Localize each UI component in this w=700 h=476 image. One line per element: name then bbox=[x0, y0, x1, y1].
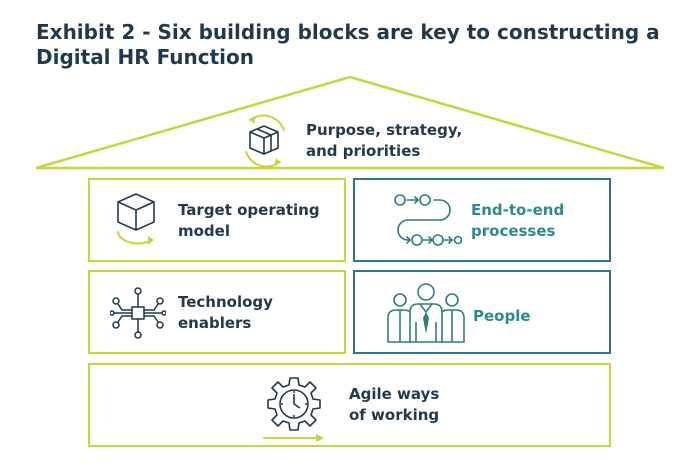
roof-label: Purpose, strategy, and priorities bbox=[306, 121, 463, 160]
operating-model-label: Target operating model bbox=[178, 201, 320, 240]
people-label: People bbox=[473, 307, 531, 325]
block-people bbox=[353, 270, 611, 354]
block-agile-ways-of-working bbox=[88, 363, 611, 447]
block-end-to-end-processes bbox=[353, 178, 611, 262]
circuit-chip-icon bbox=[110, 287, 166, 339]
technology-label: Technology enablers bbox=[178, 293, 273, 332]
gear-clock-icon bbox=[263, 377, 324, 442]
agile-label: Agile ways of working bbox=[349, 385, 440, 424]
processes-label: End-to-end processes bbox=[471, 201, 565, 240]
cube-icon bbox=[117, 193, 155, 245]
exhibit-title: Exhibit 2 - Six building blocks are key … bbox=[36, 20, 660, 69]
people-icon bbox=[387, 283, 465, 343]
process-flow-icon bbox=[394, 194, 462, 246]
roof-outline bbox=[35, 75, 665, 170]
block-target-operating-model bbox=[88, 178, 346, 262]
cube-cycle-icon bbox=[245, 114, 285, 168]
block-technology-enablers bbox=[88, 270, 346, 354]
